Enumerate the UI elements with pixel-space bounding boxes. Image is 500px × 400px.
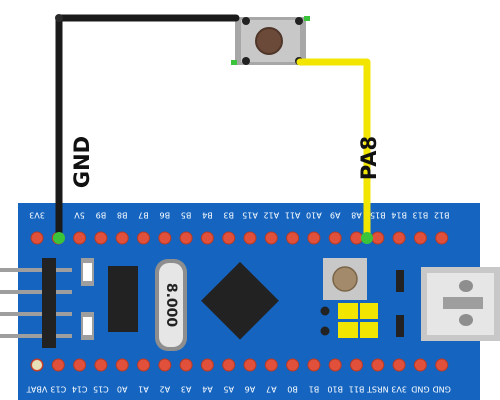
- bottom-header-pin-10: [222, 358, 236, 372]
- crystal-label: 8.000: [163, 283, 179, 328]
- bottom-header-label-2: C13: [50, 385, 66, 394]
- bottom-header-pin-12: [264, 358, 278, 372]
- top-header-pin-18: [392, 231, 406, 245]
- gnd-wire-end: [55, 14, 63, 22]
- top-header-pin-3: [73, 231, 87, 245]
- smd-resistors: [396, 270, 404, 337]
- top-header-label-3: 5V: [74, 211, 85, 220]
- bottom-header-pin-19: [413, 358, 427, 372]
- top-header-pin-12: [264, 231, 278, 245]
- top-header-label-1: 3V3: [29, 211, 45, 220]
- bottom-header-pin-8: [179, 358, 193, 372]
- pa8-wire: [296, 58, 371, 244]
- bottom-header-pin-3: [73, 358, 87, 372]
- bottom-header-pin-17: [371, 358, 385, 372]
- bottom-header-pin-5: [115, 358, 129, 372]
- bottom-header-label-6: A1: [138, 385, 149, 394]
- bottom-header-pin-13: [286, 358, 300, 372]
- pa8-pin-connection: [361, 232, 373, 244]
- bottom-header-label-8: A3: [181, 385, 192, 394]
- microcontroller-chip: [201, 261, 279, 340]
- bottom-header-label-4: C15: [93, 385, 109, 394]
- top-header-label-15: A9: [330, 211, 341, 220]
- bottom-header-label-10: A5: [223, 385, 234, 394]
- gnd-label: GND: [70, 136, 94, 188]
- top-header-pin-11: [243, 231, 257, 245]
- top-header-label-13: A11: [285, 211, 301, 220]
- top-header-pin-8: [179, 231, 193, 245]
- bottom-header-pin-7: [158, 358, 172, 372]
- top-header-label-9: B4: [202, 211, 213, 220]
- tactile-push-button[interactable]: [231, 16, 310, 65]
- bottom-header-label-3: C14: [72, 385, 88, 394]
- bottom-header-pin-11: [243, 358, 257, 372]
- bottom-header-label-20: GND: [433, 385, 451, 394]
- top-header-label-20: B12: [434, 211, 450, 220]
- bottom-header-label-5: A0: [117, 385, 128, 394]
- gnd-pin-connection: [53, 232, 65, 244]
- boot-jumpers: [320, 303, 378, 338]
- top-header-pin-19: [413, 231, 427, 245]
- bottom-header-label-15: B10: [327, 385, 343, 394]
- top-header-label-17: B15: [370, 211, 386, 220]
- top-header-pin-5: [115, 231, 129, 245]
- top-header-pin-17: [371, 231, 385, 245]
- bottom-header-label-17: NRST: [367, 385, 389, 394]
- power-indicator: [32, 360, 42, 370]
- top-header-label-8: B5: [181, 211, 192, 220]
- bottom-header-pin-2: [51, 358, 65, 372]
- bottom-header-pin-18: [392, 358, 406, 372]
- led-top: [81, 258, 94, 286]
- top-header-label-14: A10: [306, 211, 322, 220]
- top-header-label-4: B9: [96, 211, 107, 220]
- pa8-label: PA8: [357, 136, 381, 180]
- top-header-pin-9: [200, 231, 214, 245]
- top-header-label-10: B3: [223, 211, 234, 220]
- top-header-pin-20: [435, 231, 449, 245]
- bottom-header-label-7: A2: [160, 385, 171, 394]
- bottom-header-label-9: A4: [202, 385, 213, 394]
- led-bottom: [81, 312, 94, 340]
- bottom-header-label-14: B1: [309, 385, 320, 394]
- bottom-header-pin-20: [435, 358, 449, 372]
- top-header-label-6: B7: [138, 211, 149, 220]
- top-header-pin-10: [222, 231, 236, 245]
- top-header-label-16: A8: [351, 211, 362, 220]
- top-header-pin-15: [328, 231, 342, 245]
- bottom-header-pin-9: [200, 358, 214, 372]
- top-header-label-11: A15: [242, 211, 258, 220]
- programming-header: [0, 258, 72, 348]
- top-header-label-5: B8: [117, 211, 128, 220]
- top-header-pin-7: [158, 231, 172, 245]
- bottom-header-pin-15: [328, 358, 342, 372]
- bottom-header-label-19: GND: [411, 385, 429, 394]
- top-header-label-19: B13: [413, 211, 429, 220]
- top-header-label-12: A12: [263, 211, 279, 220]
- reset-button[interactable]: [323, 258, 367, 300]
- top-header-pin-6: [137, 231, 150, 245]
- bottom-header-pin-6: [137, 358, 150, 372]
- top-header-pin-13: [286, 231, 300, 245]
- bottom-header-label-16: B11: [349, 385, 365, 394]
- bottom-header-pin-16: [350, 358, 363, 372]
- bottom-header-label-18: 3V3: [391, 385, 407, 394]
- bottom-header-label-11: A6: [245, 385, 256, 394]
- top-header-pin-1: [30, 231, 44, 245]
- micro-usb-port: [421, 267, 500, 341]
- top-header-label-7: B6: [160, 211, 171, 220]
- bottom-header-label-12: A7: [266, 385, 277, 394]
- voltage-regulator: [108, 266, 138, 332]
- bottom-header-pin-14: [307, 358, 321, 372]
- crystal-oscillator: 8.000: [155, 259, 187, 351]
- bottom-header-label-1: VBAT: [27, 385, 48, 394]
- top-header-label-18: B14: [391, 211, 407, 220]
- top-header-pin-16: [350, 231, 363, 245]
- bottom-header-pin-4: [94, 358, 108, 372]
- top-header-pin-4: [94, 231, 108, 245]
- top-header-pin-14: [307, 231, 321, 245]
- bottom-header-label-13: B0: [287, 385, 298, 394]
